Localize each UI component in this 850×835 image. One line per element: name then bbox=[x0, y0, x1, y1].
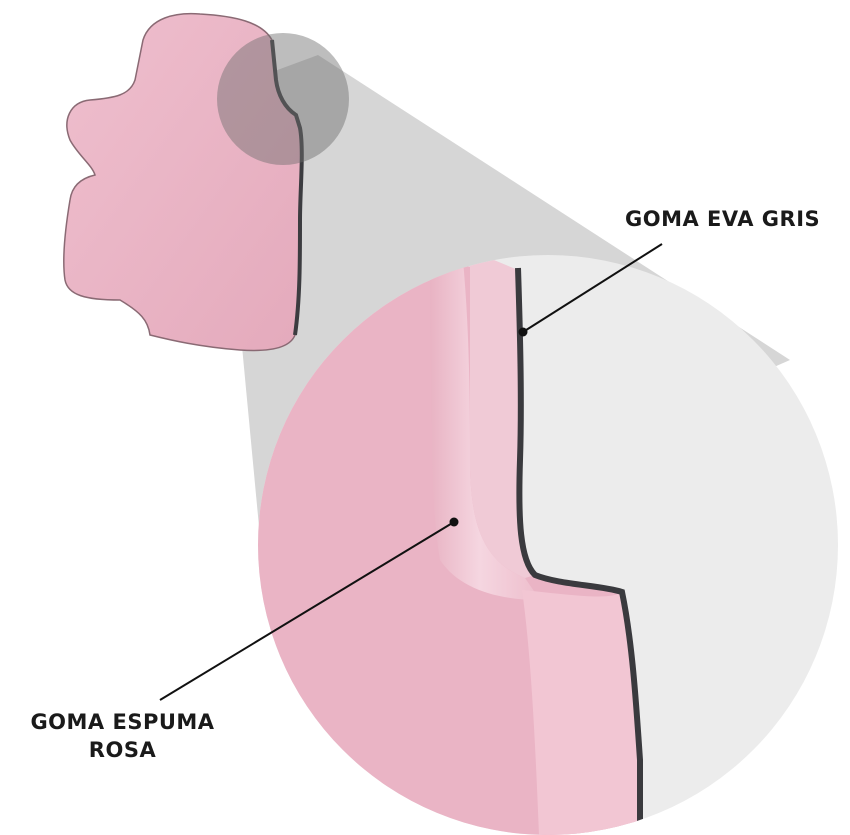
label-goma-espuma-rosa: GOMA ESPUMA ROSA bbox=[20, 708, 225, 764]
label-foam-line2: ROSA bbox=[20, 736, 225, 764]
leader-dot-foam bbox=[450, 518, 459, 527]
label-foam-line1: GOMA ESPUMA bbox=[20, 708, 225, 736]
label-goma-eva-gris: GOMA EVA GRIS bbox=[625, 205, 820, 233]
zoom-circle-icon bbox=[217, 33, 349, 165]
leader-dot-eva bbox=[519, 328, 528, 337]
